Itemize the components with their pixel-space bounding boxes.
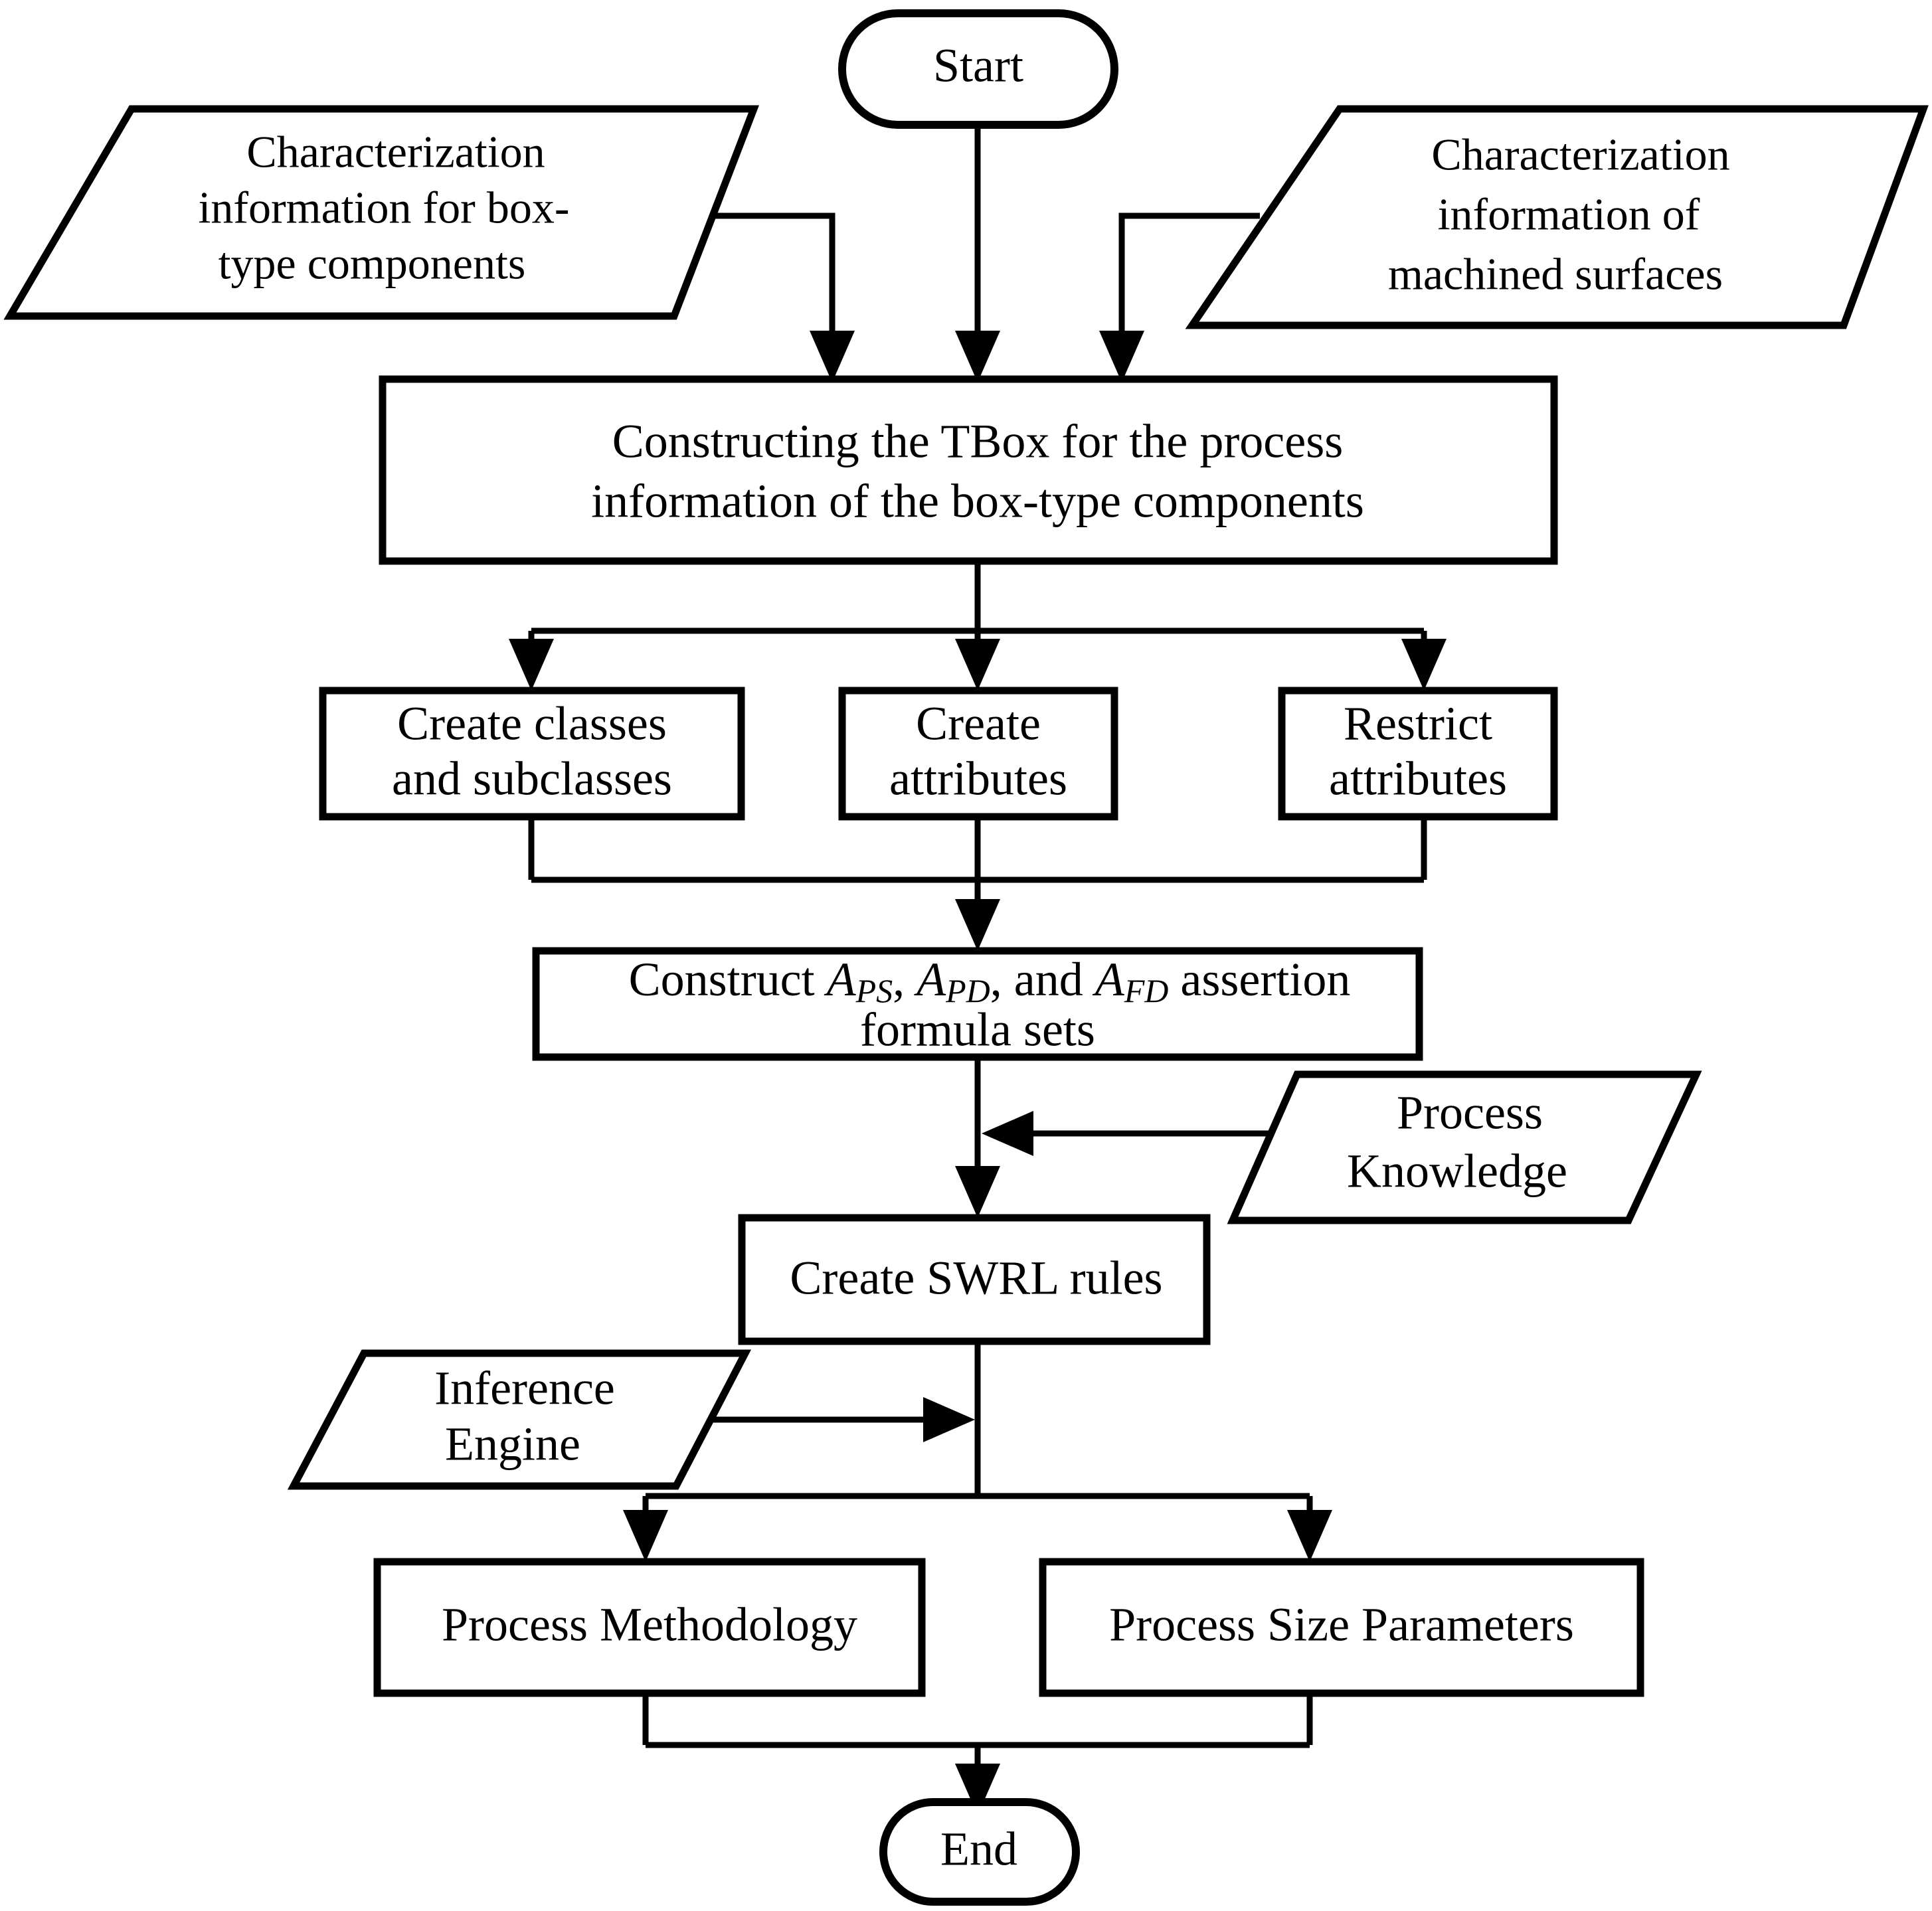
inference-engine-line2: Engine xyxy=(445,1418,580,1471)
construct-assertions-shape xyxy=(532,947,1423,1061)
assertions-sym3-sub: FD xyxy=(1124,972,1169,1009)
process-knowledge-shape xyxy=(1227,1070,1702,1224)
construct-tbox-line2: information of the box-type components xyxy=(591,475,1364,528)
create-swrl-shape xyxy=(738,1214,1211,1345)
arrowhead-start-to-tbox xyxy=(955,331,1000,382)
input-box-components-shape xyxy=(3,105,760,320)
node-construct-tbox[interactable]: Constructing the TBox for the process in… xyxy=(379,375,1558,565)
node-construct-assertions[interactable]: Construct APS, APD, and AFD assertion fo… xyxy=(521,947,1435,1061)
assertions-sym3-base: A xyxy=(1093,953,1125,1006)
create-attributes-line2: attributes xyxy=(889,752,1067,805)
arrowhead-end xyxy=(955,1764,1000,1815)
construct-assertions-line2: formula sets xyxy=(860,1003,1095,1056)
node-input-box-components[interactable]: Characterization information for box- ty… xyxy=(3,105,760,320)
process-methodology-label: Process Methodology xyxy=(442,1598,857,1651)
end-label: End xyxy=(940,1823,1017,1876)
create-classes-shape xyxy=(319,687,745,821)
node-create-classes[interactable]: Create classes and subclasses xyxy=(319,687,745,821)
create-attributes-line1: Create xyxy=(916,697,1041,750)
node-create-attributes[interactable]: Create attributes xyxy=(838,687,1118,821)
restrict-attributes-line1: Restrict xyxy=(1344,697,1492,750)
node-process-size-parameters[interactable]: Process Size Parameters xyxy=(1039,1558,1644,1697)
restrict-attributes-line2: attributes xyxy=(1329,752,1507,805)
assertions-sym2-after: , and xyxy=(990,953,1095,1006)
arrowhead-create-attributes xyxy=(955,639,1000,691)
create-classes-line2: and subclasses xyxy=(392,752,672,805)
input-box-components-line3: type components xyxy=(219,238,526,289)
arrowhead-methodology xyxy=(623,1510,668,1562)
input-machined-surfaces-line3: machined surfaces xyxy=(1388,249,1723,299)
edge-rightinput-to-tbox xyxy=(1118,212,1260,363)
inference-engine-line1: Inference xyxy=(434,1362,615,1415)
node-inference-engine[interactable]: Inference Engine xyxy=(287,1349,752,1490)
assertions-prefix: Construct xyxy=(629,953,827,1006)
input-machined-surfaces-shape xyxy=(1185,105,1929,329)
create-swrl-label: Create SWRL rules xyxy=(790,1252,1162,1305)
start-label: Start xyxy=(933,39,1023,92)
assertions-sym2-sub: PD xyxy=(945,972,990,1009)
input-box-components-line2: information for box- xyxy=(199,183,570,233)
inference-engine-shape xyxy=(287,1349,752,1490)
construct-assertions-line1: Construct APS, APD, and AFD assertion xyxy=(521,953,1435,1010)
arrowhead-inference-engine xyxy=(923,1397,975,1442)
node-input-machined-surfaces[interactable]: Characterization information of machined… xyxy=(1185,105,1929,329)
input-machined-surfaces-line2: information of xyxy=(1438,189,1700,240)
process-knowledge-line1: Process xyxy=(1397,1086,1543,1139)
arrowhead-assertions xyxy=(955,899,1000,951)
node-process-knowledge[interactable]: Process Knowledge xyxy=(1227,1070,1702,1224)
arrowhead-rightinput-to-tbox xyxy=(1099,331,1144,382)
assertions-sym3-after: assertion xyxy=(1168,953,1350,1006)
process-size-parameters-shape xyxy=(1039,1558,1644,1697)
construct-tbox-line1: Constructing the TBox for the process xyxy=(612,415,1344,468)
arrowhead-create-classes xyxy=(509,639,554,691)
input-box-components-line1: Characterization xyxy=(246,127,545,177)
arrowhead-leftinput-to-tbox xyxy=(810,331,855,382)
node-end[interactable]: End xyxy=(879,1798,1080,1906)
node-start[interactable]: Start xyxy=(838,9,1118,129)
construct-tbox-shape xyxy=(379,375,1558,565)
restrict-attributes-shape xyxy=(1278,687,1558,821)
edge-leftinput-to-tbox xyxy=(674,212,835,363)
assertions-sym2-base: A xyxy=(914,953,946,1006)
arrowhead-process-knowledge xyxy=(982,1111,1033,1156)
process-size-parameters-label: Process Size Parameters xyxy=(1109,1598,1574,1651)
assertions-sym1-sub: PS xyxy=(855,972,893,1009)
process-methodology-shape xyxy=(373,1558,926,1697)
node-restrict-attributes[interactable]: Restrict attributes xyxy=(1278,687,1558,821)
arrowhead-restrict-attributes xyxy=(1401,639,1447,691)
node-create-swrl[interactable]: Create SWRL rules xyxy=(738,1214,1211,1345)
create-classes-line1: Create classes xyxy=(397,697,667,750)
arrowhead-size-parameters xyxy=(1287,1510,1332,1562)
create-attributes-shape xyxy=(838,687,1118,821)
connectors-layer xyxy=(509,123,1447,1815)
process-knowledge-line2: Knowledge xyxy=(1347,1145,1567,1198)
node-process-methodology[interactable]: Process Methodology xyxy=(373,1558,926,1697)
start-terminator-shape xyxy=(838,9,1118,129)
assertions-sym1-base: A xyxy=(824,953,857,1006)
assertions-sym1-after: , xyxy=(893,953,917,1006)
input-machined-surfaces-line1: Characterization xyxy=(1431,129,1729,180)
end-terminator-shape xyxy=(879,1798,1080,1906)
arrowhead-swrl xyxy=(955,1166,1000,1218)
